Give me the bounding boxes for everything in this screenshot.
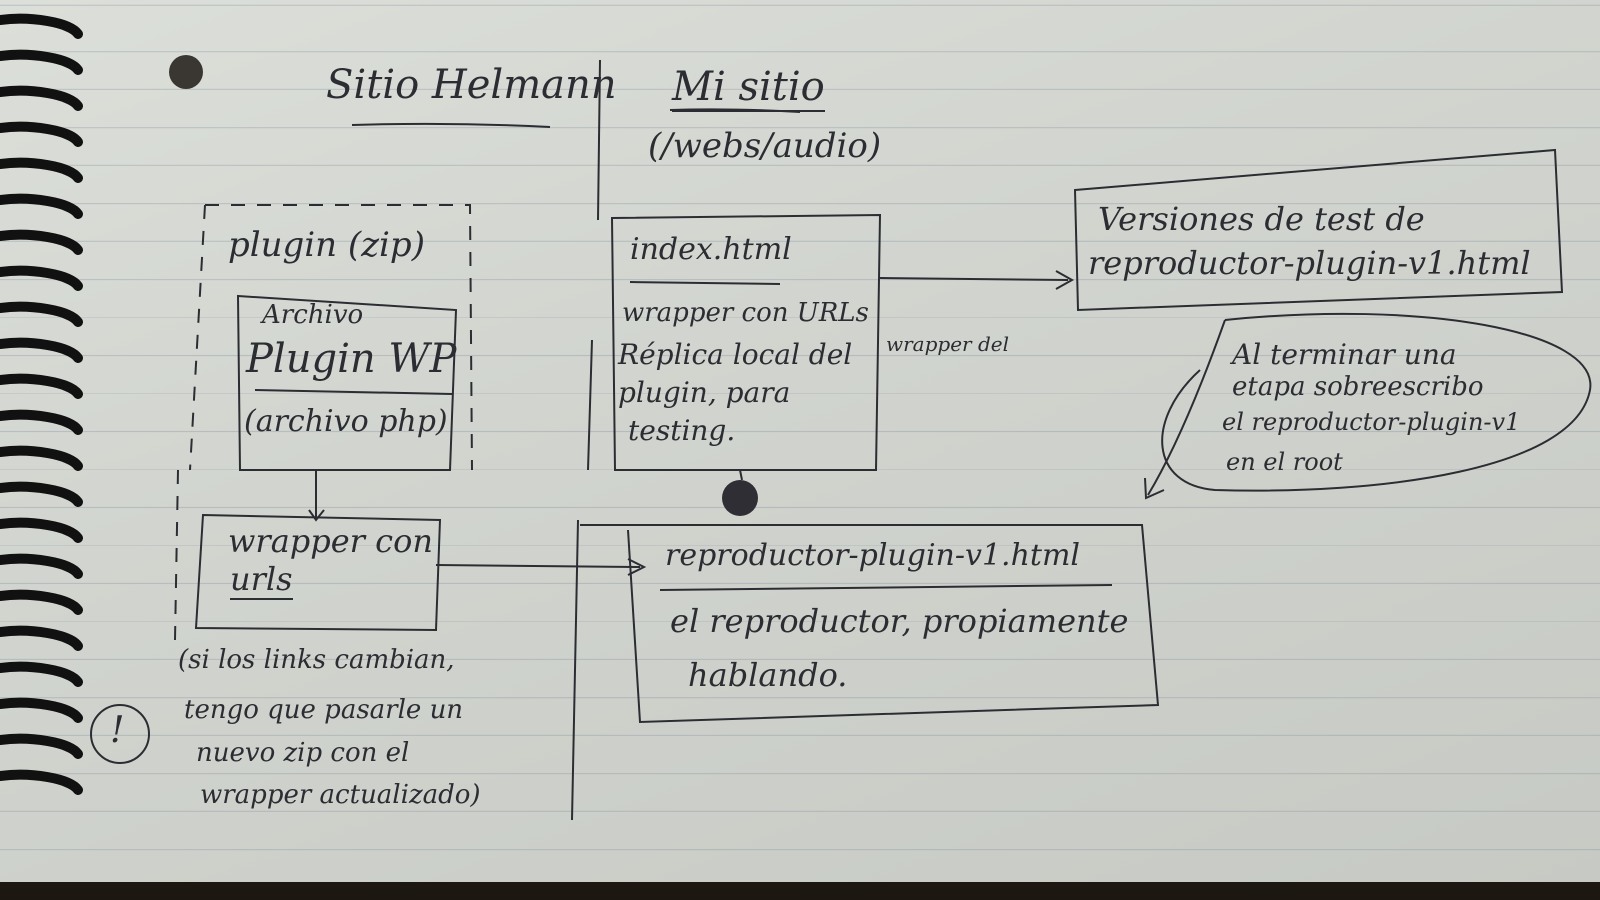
warning-circle bbox=[90, 704, 150, 764]
archivo-box-divider bbox=[254, 389, 453, 395]
right-column-heading: Mi sitio bbox=[672, 64, 825, 112]
warning-mark: ! bbox=[110, 710, 125, 751]
index-box-line-2: Réplica local del bbox=[618, 338, 853, 371]
stage-note-line-2: etapa sobreescribo bbox=[1232, 372, 1484, 402]
plugin-zip-label: plugin (zip) bbox=[228, 225, 425, 265]
spiral-coil bbox=[0, 661, 83, 687]
reproductor-box-divider bbox=[659, 584, 1113, 591]
stage-note-loop bbox=[1161, 312, 1592, 492]
wrapper-box-line-1: wrapper con bbox=[228, 522, 433, 560]
versiones-box-outline bbox=[1073, 148, 1564, 312]
warning-note-line-3: nuevo zip con el bbox=[196, 738, 410, 768]
warning-note-line-4: wrapper actualizado) bbox=[200, 780, 481, 810]
spiral-binding bbox=[0, 13, 83, 795]
spiral-coil bbox=[0, 517, 83, 543]
spiral-coil bbox=[0, 301, 83, 327]
spiral-coil bbox=[0, 337, 83, 363]
spiral-coil bbox=[0, 733, 83, 759]
spiral-coil bbox=[0, 589, 83, 615]
right-column-subheading: (/webs/audio) bbox=[648, 126, 882, 166]
arrow-archivo-to-wrapper bbox=[308, 470, 325, 522]
punch-hole bbox=[169, 55, 203, 89]
scribble-tail bbox=[739, 469, 743, 481]
spiral-coil bbox=[0, 49, 83, 75]
versiones-box-line-1: Versiones de test de bbox=[1098, 200, 1425, 238]
spiral-coil bbox=[0, 13, 83, 39]
archivo-box-title: Plugin WP bbox=[246, 336, 457, 382]
spiral-coil bbox=[0, 697, 83, 723]
arrow-wrapper-to-reproductor bbox=[435, 558, 647, 576]
index-box-title: index.html bbox=[630, 232, 792, 267]
index-box-side-note: wrapper del bbox=[886, 332, 1009, 356]
spiral-coil bbox=[0, 769, 83, 795]
spiral-coil bbox=[0, 229, 83, 255]
spiral-coil bbox=[0, 445, 83, 471]
reproductor-box-title: reproductor-plugin-v1.html bbox=[665, 538, 1080, 573]
spiral-coil bbox=[0, 121, 83, 147]
archivo-box-top: Archivo bbox=[262, 300, 364, 330]
warning-note-line-1: (si los links cambian, bbox=[178, 645, 455, 675]
left-heading-underline bbox=[351, 122, 551, 128]
spiral-coil bbox=[0, 409, 83, 435]
index-box-line-1: wrapper con URLs bbox=[622, 298, 869, 328]
spiral-coil bbox=[0, 157, 83, 183]
spiral-coil bbox=[0, 193, 83, 219]
warning-note-line-2: tengo que pasarle un bbox=[184, 695, 464, 725]
left-column-heading: Sitio Helmann bbox=[326, 62, 617, 108]
spiral-coil bbox=[0, 265, 83, 291]
index-box-divider bbox=[629, 281, 781, 285]
column-divider bbox=[571, 59, 601, 821]
reproductor-box-outline bbox=[580, 524, 1160, 724]
index-box-line-3: plugin, para bbox=[618, 376, 791, 409]
spiral-coil bbox=[0, 553, 83, 579]
wrapper-box-line-2: urls bbox=[230, 560, 293, 600]
spiral-coil bbox=[0, 625, 83, 651]
index-box-outline bbox=[610, 213, 882, 471]
stage-note-arrow bbox=[1144, 319, 1226, 500]
spiral-coil bbox=[0, 373, 83, 399]
archivo-box-outline bbox=[236, 294, 458, 471]
stage-note-line-4: en el root bbox=[1226, 448, 1343, 476]
arrow-index-to-versiones bbox=[879, 270, 1075, 290]
stage-note-line-3: el reproductor-plugin-v1 bbox=[1222, 408, 1521, 436]
ink-scribble bbox=[722, 480, 758, 516]
spiral-coil bbox=[0, 85, 83, 111]
plugin-zip-box bbox=[174, 204, 473, 641]
archivo-box-subtitle: (archivo php) bbox=[244, 404, 448, 439]
wrapper-box-outline bbox=[194, 513, 442, 632]
reproductor-box-line-1: el reproductor, propiamente bbox=[670, 602, 1129, 640]
index-box-line-4: testing. bbox=[628, 414, 736, 447]
reproductor-box-line-2: hablando. bbox=[688, 656, 848, 694]
versiones-box-line-2: reproductor-plugin-v1.html bbox=[1088, 244, 1531, 282]
spiral-coil bbox=[0, 481, 83, 507]
stage-note-line-1: Al terminar una bbox=[1232, 338, 1457, 371]
